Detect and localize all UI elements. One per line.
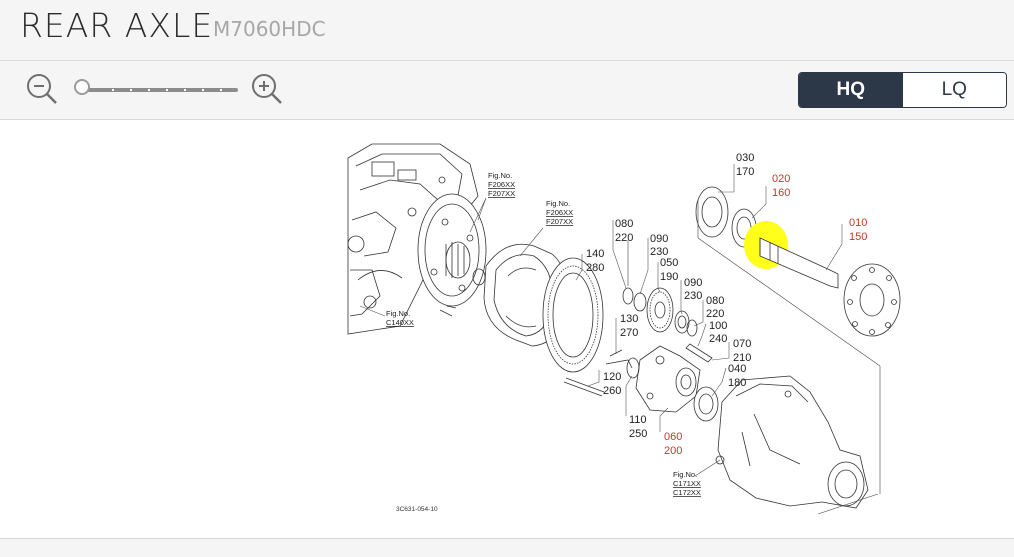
fig-ref-link[interactable]: F207XX — [546, 217, 573, 226]
part-number[interactable]: 190 — [660, 271, 678, 283]
ring-gear-drawing — [542, 257, 604, 373]
axle-seal-drawing — [695, 186, 729, 238]
slider-tick — [166, 89, 168, 91]
part-number[interactable]: 120 — [603, 371, 621, 383]
part-number[interactable]: 250 — [629, 428, 647, 440]
part-callouts: 030 170 020 160 010 150 080 220 090 230 … — [586, 152, 867, 457]
axle-housing-drawing — [715, 375, 869, 509]
fig-ref-link[interactable]: C172XX — [673, 488, 701, 497]
page-footer — [0, 538, 1014, 557]
fig-ref-label[interactable]: Fig.No. — [673, 470, 697, 479]
fig-ref-link[interactable]: C171XX — [673, 479, 701, 488]
fig-ref-link[interactable]: F206XX — [546, 208, 573, 217]
part-number[interactable]: 050 — [660, 257, 678, 269]
part-number[interactable]: 230 — [684, 290, 702, 302]
slider-tick — [184, 89, 186, 91]
part-number[interactable]: 030 — [736, 152, 754, 164]
part-number-selected[interactable]: 200 — [664, 445, 682, 457]
fig-ref-label[interactable]: Fig.No. — [546, 199, 570, 208]
parts-diagram: Fig.No. F206XX F207XX Fig.No. F206XX F20… — [0, 120, 1014, 538]
page-header: REAR AXLE M7060HDC — [0, 0, 1014, 61]
fig-ref-link[interactable]: C140XX — [386, 318, 414, 327]
bolt-drawing — [605, 349, 633, 369]
fig-ref-label[interactable]: Fig.No. — [386, 309, 410, 318]
thrust-washer-drawing — [622, 287, 634, 305]
zoom-slider[interactable] — [74, 79, 238, 95]
part-number[interactable]: 090 — [684, 277, 702, 289]
toolbar: HQ LQ — [0, 61, 1014, 120]
drawing-number: 3C631-054-10 — [396, 506, 438, 513]
part-number-selected[interactable]: 020 — [772, 173, 790, 185]
part-number[interactable]: 210 — [733, 352, 751, 364]
circlip-drawing — [626, 357, 640, 379]
leader-lines — [359, 164, 843, 477]
lq-button[interactable]: LQ — [902, 73, 1006, 107]
part-number[interactable]: 220 — [706, 308, 724, 320]
part-number[interactable]: 280 — [586, 262, 604, 274]
zoom-out-button[interactable] — [25, 72, 59, 106]
slider-tick — [130, 89, 132, 91]
pin-drawing — [685, 343, 713, 363]
slider-tick — [220, 89, 222, 91]
hq-button[interactable]: HQ — [799, 73, 903, 107]
bearing-drawing-2 — [693, 386, 719, 422]
planet-gear-drawing — [646, 287, 674, 333]
part-number[interactable]: 130 — [620, 313, 638, 325]
part-number[interactable]: 230 — [650, 246, 668, 258]
model-number: M7060HDC — [213, 17, 326, 41]
part-number[interactable]: 170 — [736, 166, 754, 178]
washer-drawing — [633, 292, 647, 312]
zoom-out-icon — [27, 74, 57, 104]
fig-ref-link[interactable]: F206XX — [488, 180, 515, 189]
transmission-housing-drawing — [347, 143, 479, 335]
quality-toggle: HQ LQ — [798, 72, 1007, 108]
part-number[interactable]: 080 — [615, 218, 633, 230]
part-number[interactable]: 270 — [620, 327, 638, 339]
figure-references: Fig.No. F206XX F207XX Fig.No. F206XX F20… — [386, 171, 701, 497]
part-number[interactable]: 140 — [586, 248, 604, 260]
part-number-selected[interactable]: 060 — [664, 431, 682, 443]
part-number-selected[interactable]: 160 — [772, 187, 790, 199]
final-drive-carrier-drawing — [635, 345, 701, 413]
slider-tick — [148, 89, 150, 91]
slider-tick — [202, 89, 204, 91]
assembly-outline — [627, 200, 881, 515]
zoom-slider-track — [80, 88, 238, 92]
zoom-in-button[interactable] — [250, 72, 284, 106]
part-number[interactable]: 070 — [733, 338, 751, 350]
zoom-in-icon — [252, 74, 282, 104]
part-number[interactable]: 080 — [706, 295, 724, 307]
part-number[interactable]: 110 — [629, 414, 647, 426]
exploded-view-drawing: Fig.No. F206XX F207XX Fig.No. F206XX F20… — [347, 143, 901, 515]
part-number[interactable]: 260 — [603, 385, 621, 397]
part-number[interactable]: 240 — [709, 333, 727, 345]
part-number-selected[interactable]: 150 — [849, 231, 867, 243]
fig-ref-label[interactable]: Fig.No. — [488, 171, 512, 180]
part-number[interactable]: 090 — [650, 233, 668, 245]
slider-tick — [112, 89, 114, 91]
zoom-slider-thumb[interactable] — [74, 79, 90, 95]
part-number[interactable]: 180 — [728, 377, 746, 389]
part-number-selected[interactable]: 010 — [849, 217, 867, 229]
rear-axle-shaft-drawing — [759, 237, 901, 337]
washer-drawing-2 — [686, 319, 698, 337]
part-number[interactable]: 220 — [615, 232, 633, 244]
part-number[interactable]: 100 — [709, 320, 727, 332]
shaft-pin-drawing — [563, 377, 605, 397]
planetary-carrier-drawing — [417, 193, 487, 317]
page-title: REAR AXLE — [20, 6, 214, 45]
part-number[interactable]: 040 — [728, 363, 746, 375]
fig-ref-link[interactable]: F207XX — [488, 189, 515, 198]
